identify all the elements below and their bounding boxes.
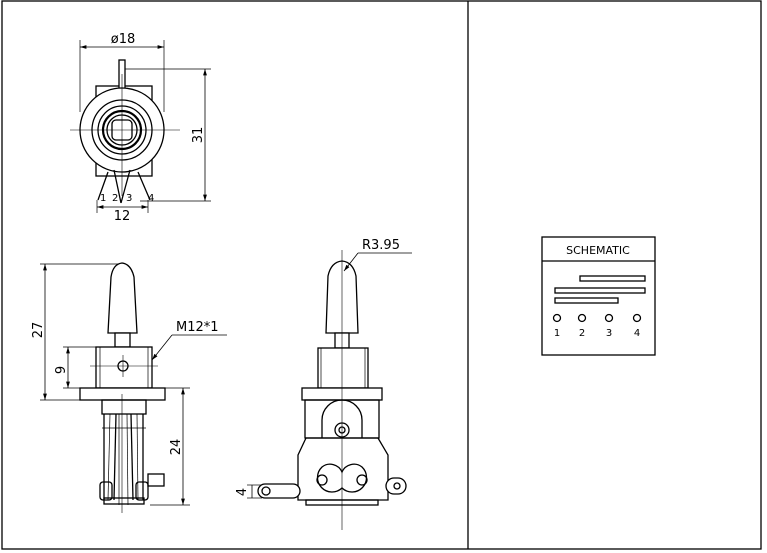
thread-callout-leader [151, 334, 173, 361]
side-view-lug-left-hole [261, 486, 271, 496]
top-view-pin-1 [97, 171, 109, 201]
front-view-center-hole [117, 360, 129, 372]
dim-height-label: 31 [191, 127, 206, 144]
schematic-terminal-label-1: 1 [554, 328, 560, 339]
schematic-box [541, 236, 656, 356]
top-view-pin-label-1: 1 [100, 193, 106, 204]
side-view-lug-right [385, 477, 407, 495]
side-view-contact-left [316, 474, 328, 486]
radius-callout-label: R3.95 [362, 238, 400, 253]
front-view-frame-top [101, 399, 147, 415]
side-view-contact-right [356, 474, 368, 486]
side-view-lower-housing [297, 437, 389, 501]
top-view-pin-2 [113, 169, 122, 204]
front-view-bushing [95, 346, 153, 389]
top-view-pin-4 [137, 171, 151, 201]
schematic: SCHEMATIC 1 2 3 4 [541, 236, 656, 356]
dim-overall-label: 27 [31, 322, 46, 339]
front-view-lug-line-6 [130, 413, 134, 501]
schematic-terminal-2 [577, 313, 587, 323]
radius-callout-leader [343, 252, 359, 272]
dim-lug-label: 4 [235, 488, 250, 496]
schematic-contact-bar-2 [554, 287, 646, 294]
front-view-lug-line-5 [126, 413, 129, 506]
schematic-terminal-label-3: 3 [606, 328, 612, 339]
schematic-contact-bar-3 [554, 297, 619, 304]
side-view-lug-left [257, 483, 301, 499]
top-view-pin-label-4: 4 [148, 193, 154, 204]
front-view-lug-right [135, 481, 149, 501]
front-view-lever-knob [107, 262, 138, 334]
dim-bushing-label: 9 [54, 366, 69, 374]
front-view-lug-line-7 [136, 413, 139, 501]
schematic-terminal-label-2: 2 [579, 328, 585, 339]
top-view-pin-label-3: 3 [126, 193, 132, 204]
front-view-side-tab [147, 473, 165, 487]
front-view: 27 9 M12*1 24 [31, 262, 227, 513]
side-view-bushing [317, 347, 369, 389]
front-view-foot [103, 497, 145, 505]
front-view-lug-left [99, 481, 113, 501]
dim-width-label: 12 [114, 209, 131, 224]
side-view: R3.95 4 [235, 238, 412, 530]
schematic-terminal-3 [604, 313, 614, 323]
front-view-lug-line-3 [113, 413, 117, 501]
top-view: 1 2 3 4 ø18 31 12 [70, 32, 211, 224]
schematic-terminal-label-4: 4 [634, 328, 640, 339]
side-view-lug-right-hole [393, 482, 401, 490]
schematic-terminal-4 [632, 313, 642, 323]
thread-callout-label: M12*1 [176, 320, 219, 335]
schematic-contact-bar-1 [579, 275, 646, 282]
top-view-pin-3 [120, 169, 131, 204]
schematic-terminal-1 [552, 313, 562, 323]
schematic-title: SCHEMATIC [566, 244, 630, 257]
front-view-lug-line-2 [107, 413, 111, 501]
dim-diameter-label: ø18 [111, 32, 136, 47]
front-view-lever-stem [114, 332, 131, 348]
top-view-pin-label-2: 2 [112, 193, 118, 204]
front-view-plate [79, 387, 166, 401]
dim-body-label: 24 [169, 439, 184, 456]
